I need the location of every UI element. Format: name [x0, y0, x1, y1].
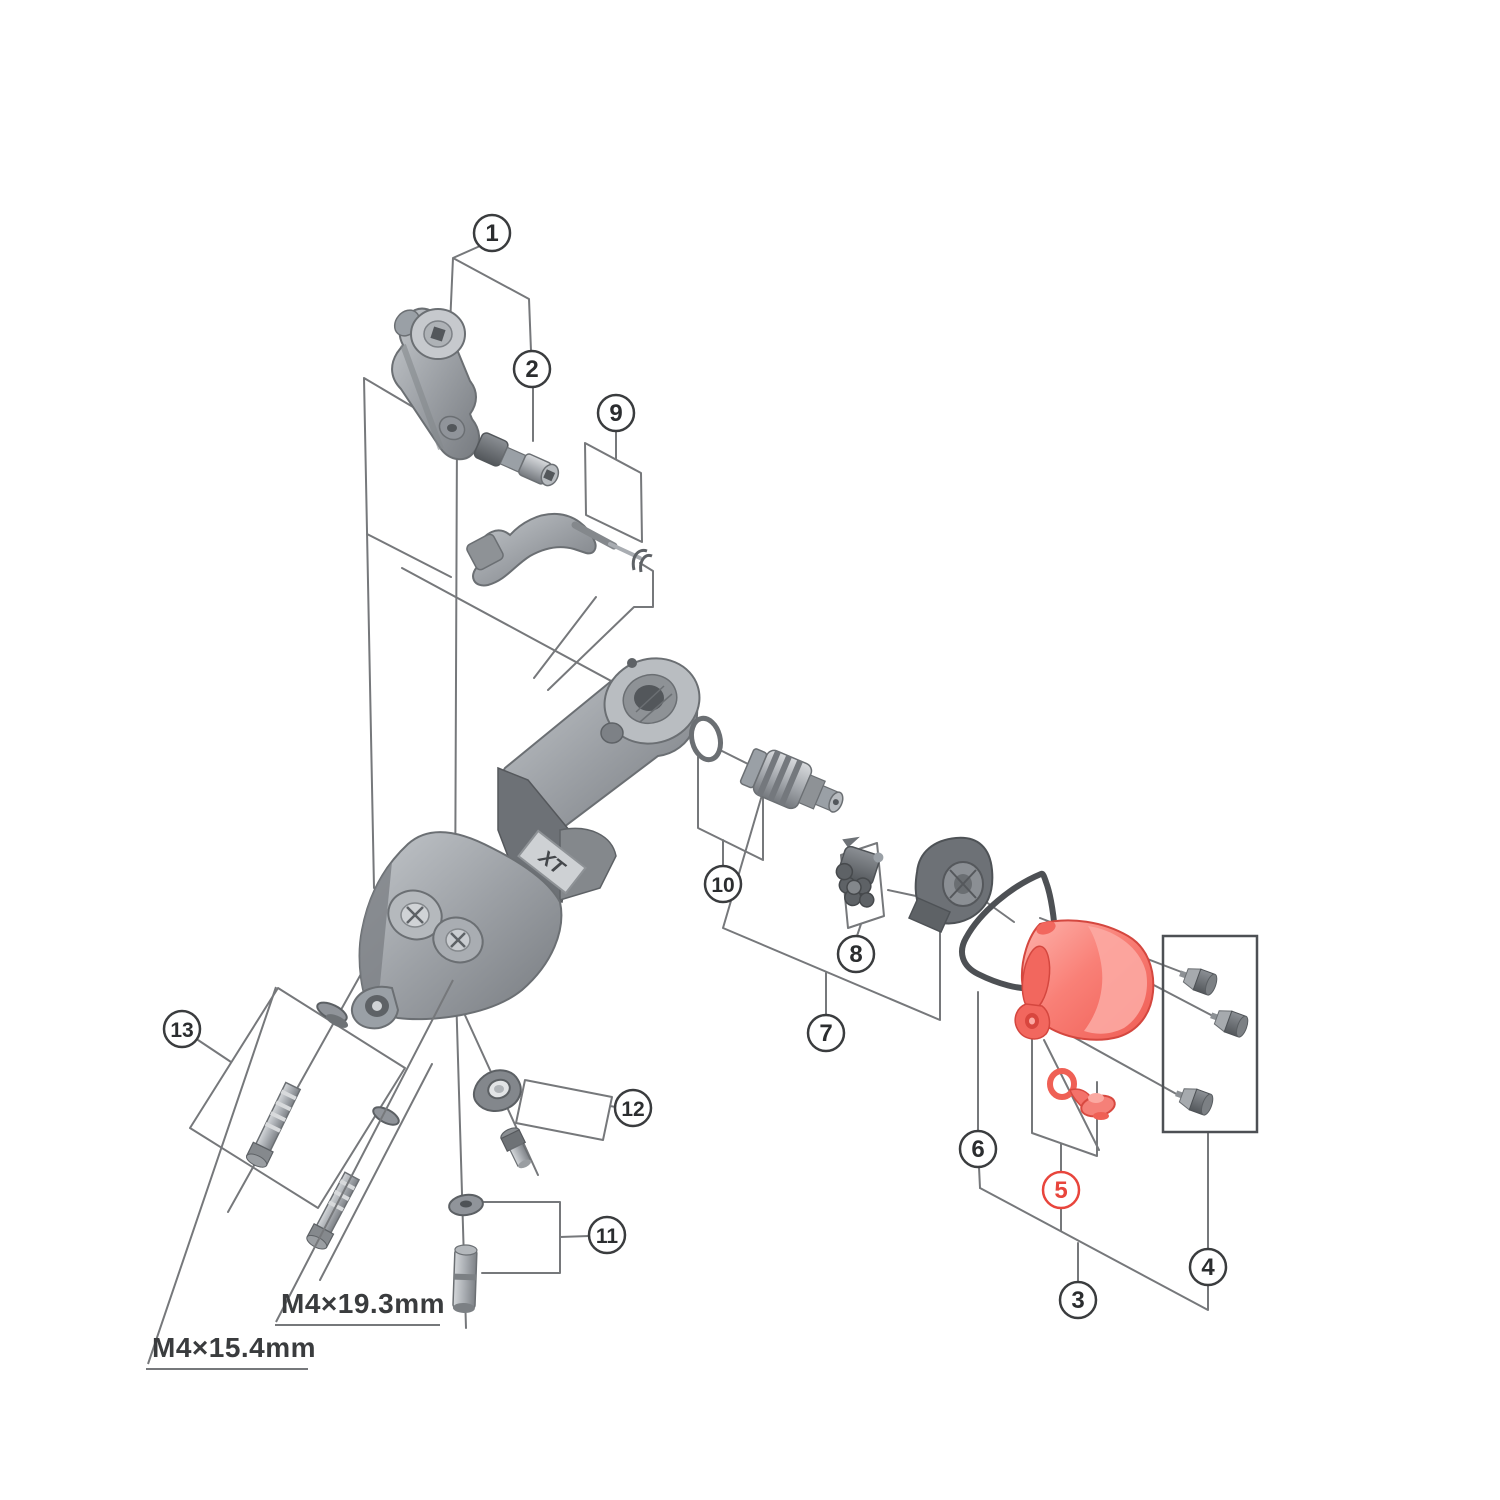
part-motor-unit — [908, 836, 994, 933]
part-screw-box — [1161, 934, 1259, 1134]
axis-lines-link — [363, 377, 458, 927]
callout-12: 12 — [613, 1088, 653, 1128]
part-stopper-plate — [472, 1069, 522, 1112]
part-link-bolt — [473, 432, 560, 487]
svg-text:2: 2 — [525, 356, 538, 383]
callout-7: 7 — [806, 1013, 846, 1053]
svg-text:9: 9 — [609, 400, 622, 427]
callout-6: 6 — [958, 1129, 998, 1169]
callout-11: 11 — [587, 1215, 627, 1255]
callout-8: 8 — [836, 934, 876, 974]
screw-2 — [1210, 1010, 1249, 1038]
svg-text:13: 13 — [170, 1019, 193, 1042]
bracket-12 — [515, 1079, 617, 1141]
part-link-assembly — [391, 307, 480, 461]
svg-text:5: 5 — [1054, 1177, 1067, 1204]
svg-text:M4×19.3mm: M4×19.3mm — [281, 1288, 445, 1319]
svg-text:4: 4 — [1201, 1254, 1215, 1281]
svg-text:1: 1 — [485, 220, 498, 247]
svg-text:M4×15.4mm: M4×15.4mm — [152, 1332, 316, 1363]
callout-10: 10 — [703, 864, 743, 904]
svg-text:12: 12 — [621, 1098, 644, 1121]
lever-axis-lines — [533, 562, 654, 691]
svg-text:10: 10 — [711, 874, 734, 897]
part-support-bolt-unit — [739, 748, 844, 813]
svg-text:8: 8 — [849, 941, 862, 968]
callout-9: 9 — [596, 393, 636, 433]
dimension-label: M4×19.3mm — [275, 979, 454, 1326]
part-washer-13b — [372, 1106, 400, 1126]
bracket-13 — [189, 987, 406, 1209]
bracket-8 — [840, 842, 885, 937]
callout-5: 5 — [1041, 1170, 1081, 1210]
part-plate-bolt — [500, 1127, 532, 1169]
svg-text:6: 6 — [971, 1136, 984, 1163]
screw-3 — [1175, 1088, 1214, 1116]
retainer-clip — [631, 548, 653, 573]
svg-text:3: 3 — [1071, 1287, 1084, 1314]
part-cap-highlighted — [1047, 1068, 1116, 1120]
part-motor-cover-highlighted — [1014, 919, 1155, 1041]
callout-2: 2 — [512, 349, 552, 389]
leader-lines — [189, 245, 1212, 1329]
part-lever-unit — [466, 512, 653, 587]
leader-6 — [977, 991, 981, 1189]
dimension-label: M4×15.4mm — [146, 986, 316, 1370]
callout-1: 1 — [472, 213, 512, 253]
callout-4: 4 — [1188, 1247, 1228, 1287]
svg-text:7: 7 — [819, 1020, 832, 1047]
bracket-9 — [584, 429, 643, 543]
part-stud-bolt-11 — [452, 1244, 478, 1313]
callout-3: 3 — [1058, 1280, 1098, 1320]
part-bolt-13a — [245, 1081, 302, 1168]
leader-chain-3-4 — [979, 1131, 1209, 1311]
bolt-axes-13 — [227, 939, 433, 1281]
bracket-11 — [481, 1201, 590, 1274]
part-washer-11 — [448, 1193, 484, 1217]
bracket-10 — [697, 756, 764, 867]
part-gear-unit — [835, 836, 884, 908]
lever-mount-axis — [401, 567, 651, 703]
screw-1 — [1179, 968, 1218, 996]
svg-text:11: 11 — [596, 1225, 619, 1248]
callout-13: 13 — [162, 1009, 202, 1049]
part-o-ring — [688, 715, 724, 763]
bracket-7 — [722, 794, 941, 1021]
part-derailleur-body: XT — [351, 657, 701, 1030]
part-washer-13a — [316, 1001, 349, 1028]
